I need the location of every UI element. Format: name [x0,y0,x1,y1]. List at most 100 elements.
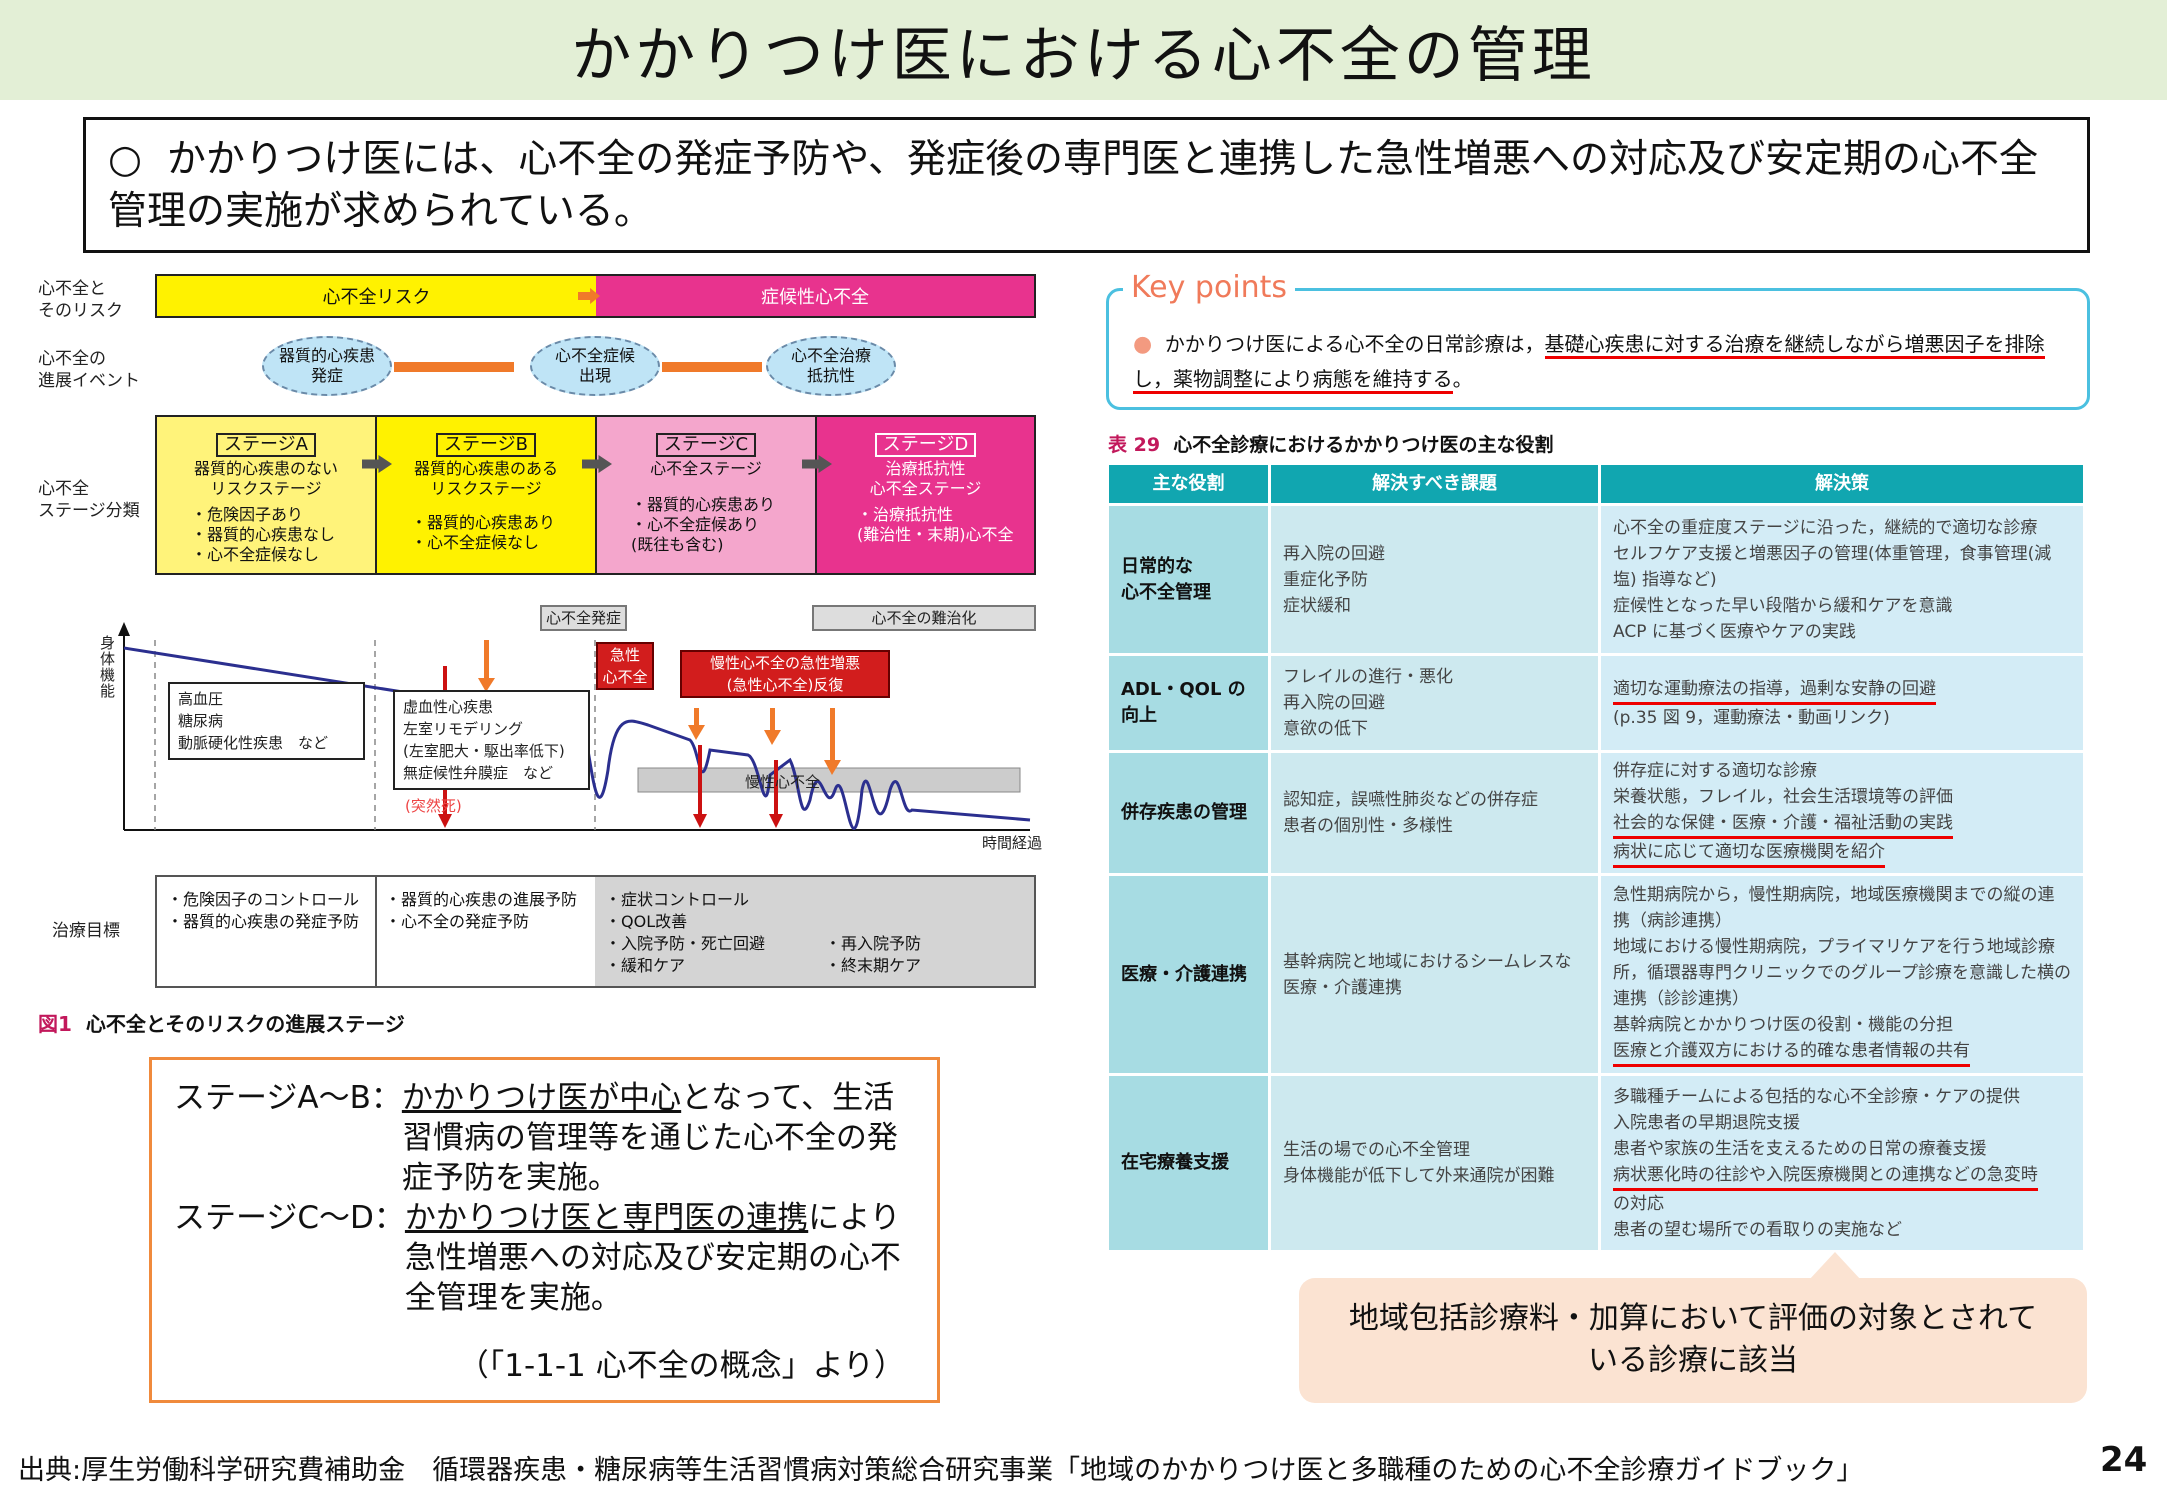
arrow-icon [362,455,392,473]
solution-item: 医療と介護双方における的確な患者情報の共有 [1613,1038,1970,1067]
goal: ・終末期ケア [825,956,922,975]
risk-factor: 糖尿病 [178,712,224,730]
table-number: 表 29 [1108,434,1161,456]
lead-statement: ○ かかりつけ医には、心不全の発症予防や、発症後の専門医と連携した急性増悪への対… [83,117,2090,253]
key-points-box: Key points ● かかりつけ医による心不全の日常診療は，基礎心疾患に対す… [1106,271,2090,410]
solutions-cell: 併存症に対する適切な診療栄養状態，フレイル，社会生活環境等の評価社会的な保健・医… [1598,750,2086,876]
issue-item: 症状緩和 [1283,595,1351,616]
y-axis-label: 身体機能 [100,634,116,700]
callout-note: 地域包括診療料・加算において評価の対象とされている診療に該当 [1299,1252,2087,1403]
stage-ab-label: ステージA〜B： [174,1080,402,1116]
goal: ・QOL改善 [605,912,688,931]
table-row: 併存疾患の管理認知症，誤嚥性肺炎などの併存症患者の個別性・多様性併存症に対する適… [1106,750,2086,876]
solution-item: ACP に基づく医療やケアの実践 [1613,621,1856,642]
solution-item: 入院患者の早期退院支援 [1613,1112,1800,1133]
table-caption: 表 29 心不全診療におけるかかりつけ医の主な役割 [1108,430,1554,457]
issue-item: フレイルの進行・悪化 [1283,667,1453,687]
page-title: かかりつけ医における心不全の管理 [0,0,2167,100]
row-label-risk: 心不全と そのリスク [38,279,123,321]
orange-arrows [478,640,841,775]
stage-cd-emphasis: かかりつけ医と専門医の連携 [404,1200,809,1236]
key-points-heading: Key points [1123,271,1296,305]
stage-title: 治療抵抗性 心不全ステージ [869,459,982,498]
table-row: 医療・介護連携基幹病院と地域におけるシームレスな医療・介護連携急性期病院から，慢… [1106,873,2086,1076]
key-point-emphasis: 基礎心疾患に対する治療を継続しながら増悪因子を排除し，薬物調整により病態を維持す… [1133,332,2045,394]
table-row: 在宅療養支援生活の場での心不全管理身体機能が低下して外来通院が困難多職種チームに… [1106,1073,2086,1253]
stage-ab-text: となって、生活習慣病の管理等を通じた心不全の発症予防を実施。 [401,1080,898,1196]
disease-item: (左室肥大・駆出率低下) [403,742,565,760]
key-point-text: かかりつけ医による心不全の日常診療は， [1164,332,1545,356]
solution-item: 急性期病院から，慢性期病院，地域医療機関までの縦の連携（病診連携） [1613,885,2055,931]
event-symptoms: 心不全症候 出現 [530,336,660,396]
stage-a: ステージA 器質的心疾患のない リスクステージ ・危険因子あり・器質的心疾患なし… [155,415,377,575]
solution-item: の対応 [1613,1193,1664,1214]
sudden-death-label: (突然死) [405,797,462,815]
solution-item: 併存症に対する適切な診療 [1613,761,1817,781]
issue-item: 患者の個別性・多様性 [1283,816,1453,836]
role-cell: ADL・QOL の 向上 [1106,653,1271,753]
goal: ・再入院予防 [825,934,922,953]
row-label-treatment: 治療目標 [52,921,120,941]
roles-table: 主な役割 解決すべき課題 解決策 日常的な 心不全管理再入院の回避重症化予防症状… [1106,462,2086,1253]
solution-item: 社会的な保健・医療・介護・福祉活動の実践 [1613,810,1953,839]
treatment-goal-cd: ・症状コントロール・QOL改善・入院予防・死亡回避・緩和ケア ・再入院予防・終末… [595,875,1036,988]
y-arrow-icon [118,622,130,636]
stage-ab-emphasis: かかりつけ医が中心 [401,1080,682,1116]
stage-title: 心不全ステージ [650,459,762,478]
issues-cell: 認知症，誤嚥性肺炎などの併存症患者の個別性・多様性 [1268,750,1601,876]
issue-item: 生活の場での心不全管理 [1283,1140,1470,1160]
solution-item: 基幹病院とかかりつけ医の役割・機能の分担 [1613,1015,1954,1035]
function-curve [123,646,1031,830]
stage-bullet: ・器質的心疾患あり [631,495,776,514]
disease-item: 左室リモデリング [403,720,524,738]
stage-bullet: ・危険因子あり [191,505,304,524]
issue-item: 基幹病院と地域におけるシームレスな医療・介護連携 [1283,951,1572,998]
risk-factor: 高血圧 [178,690,224,708]
solution-item: 患者や家族の生活を支えるための日常の療養支援 [1613,1138,1987,1159]
progression-curve [118,622,1031,831]
symptomatic-bar: 症候性心不全 [596,274,1036,318]
chronic-hf-label: 慢性心不全 [745,773,821,791]
issues-cell: フレイルの進行・悪化再入院の回避意欲の低下 [1268,653,1601,753]
goal: ・緩和ケア [605,956,686,975]
solution-item: 地域における慢性期病院，プライマリケアを行う地域診療所，循環器専門クリニックでの… [1613,937,2071,1009]
row-label-stages: 心不全 ステージ分類 [38,479,140,521]
treatment-goal-a: ・危険因子のコントロール・器質的心疾患の発症予防 [155,875,377,988]
goal: ・危険因子のコントロール [167,890,360,909]
solution-item: 適切な運動療法の指導，過剰な安静の回避 [1613,676,1936,705]
figure-number: 図1 [38,1012,72,1036]
issue-item: 重症化予防 [1283,569,1368,590]
table-caption-text: 心不全診療におけるかかりつけ医の主な役割 [1173,434,1554,456]
stage-bullet: ・治療抵抗性 [857,505,954,524]
solution-item: 症候性となった早い段階から緩和ケアを意識 [1613,595,1953,616]
stage-c: ステージC 心不全ステージ ・器質的心疾患あり・心不全症候あり(既往も含む) [595,415,817,575]
source-footer: 出典:厚生労働科学研究費補助金 循環器疾患・糖尿病等生活習慣病対策総合研究事業「… [18,1455,1864,1486]
figure-caption: 図1 心不全とそのリスクの進展ステージ [38,1008,405,1037]
refractory-label: 心不全の難治化 [812,605,1036,631]
stage-tag: ステージD [874,433,977,457]
role-cell: 医療・介護連携 [1106,873,1271,1076]
role-cell: 日常的な 心不全管理 [1106,503,1271,656]
solutions-cell: 心不全の重症度ステージに沿った，継続的で適切な診療セルフケア支援と増悪因子の管理… [1598,503,2086,656]
stage-tag: ステージB [436,433,536,457]
stage-summary-box: ステージA〜B：かかりつけ医が中心となって、生活習慣病の管理等を通じた心不全の発… [149,1057,940,1403]
bullet-dot-icon: ● [1133,332,1153,357]
event-refractory: 心不全治療 抵抗性 [766,336,896,396]
stage-tag: ステージA [216,433,316,457]
stage-tag: ステージC [655,433,757,457]
issue-item: 意欲の低下 [1283,719,1368,739]
exacerbation-label: 慢性心不全の急性増悪 (急性心不全)反復 [680,650,890,698]
column-header: 解決策 [1598,462,2086,506]
stage-bullet: (既往も含む) [631,535,724,554]
column-header: 解決すべき課題 [1268,462,1601,506]
issue-item: 再入院の回避 [1283,693,1385,713]
treatment-goal-b: ・器質的心疾患の進展予防・心不全の発症予防 [375,875,597,988]
stage-bullet: ・心不全症候なし [411,533,540,552]
stage-d: ステージD 治療抵抗性 心不全ステージ ・治療抵抗性(難治性・末期)心不全 [815,415,1036,575]
column-header: 主な役割 [1106,462,1271,506]
issue-item: 認知症，誤嚥性肺炎などの併存症 [1283,790,1538,810]
risk-factors-box: 高血圧糖尿病動脈硬化性疾患 など [168,682,365,760]
solution-item: 栄養状態，フレイル，社会生活環境等の評価 [1613,787,1953,807]
event-organic-disease: 器質的心疾患 発症 [262,336,392,396]
arrow-icon [582,455,612,473]
